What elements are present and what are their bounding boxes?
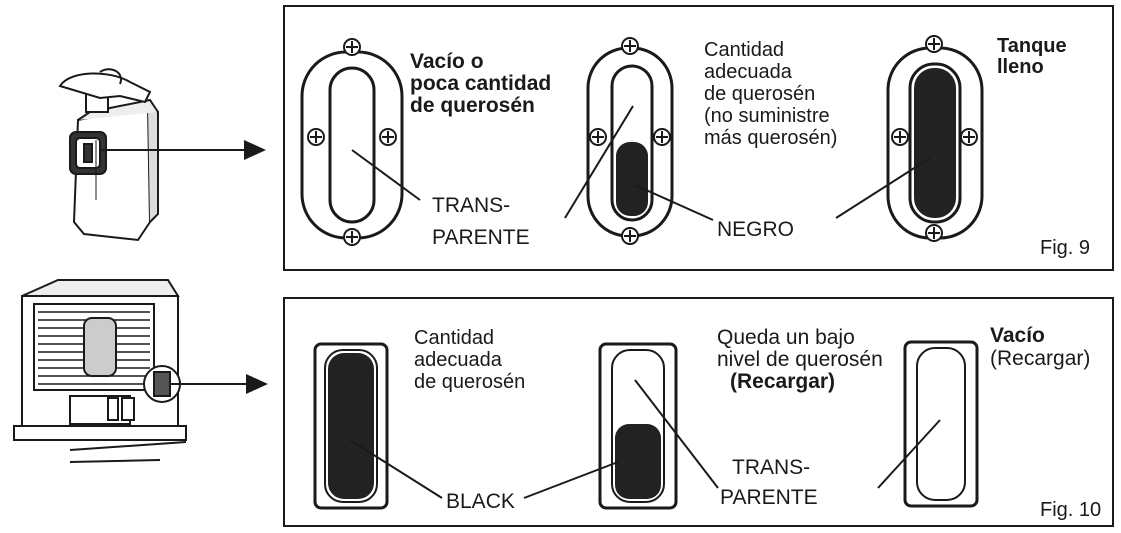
screw-icon [343,228,361,246]
fig10-black-callout: BLACK [446,490,515,513]
screw-icon [621,37,639,55]
fig9-gauge-adequate [586,37,674,245]
fig10-low-recharge: (Recargar) [730,370,835,393]
kerosene-level-fill [616,142,648,216]
screw-icon [621,227,639,245]
fig10-gauge-adequate [313,342,389,510]
screw-icon [379,128,397,146]
fig10-gauge-empty [903,340,979,508]
kerosene-level-fill [615,424,661,499]
fig9-panel: Vacío o poca cantidad de querosén Cantid… [283,5,1114,271]
fig10-low-label: Queda un bajo nivel de querosén [717,326,883,371]
fig10-empty-title: Vacío [990,324,1045,347]
fig10-empty-recharge: (Recargar) [990,347,1090,370]
fig10-leader-lines [349,379,941,499]
fig10-caption: Fig. 10 [1040,499,1101,521]
kerosene-level-fill [914,68,956,218]
screw-icon [925,35,943,53]
fig10-transparent-callout: TRANS- PARENTE [720,456,818,509]
screw-icon [960,128,978,146]
fig9-adequate-label: Cantidad adecuada de querosén (no sumini… [704,39,837,149]
fig9-gauge-full [886,35,984,242]
screw-icon [307,128,325,146]
fig9-empty-label: Vacío o poca cantidad de querosén [410,50,557,117]
fig10-gauge-low [598,342,678,510]
screw-icon [925,224,943,242]
fig9-gauge-empty [300,38,404,246]
heater-illustration [13,279,187,463]
fig9-caption: Fig. 9 [1040,237,1090,259]
kerosene-can-illustration [58,68,159,242]
fig9-full-label: Tanque lleno [997,35,1072,78]
screw-icon [653,128,671,146]
arrow-fig10 [246,374,268,394]
kerosene-level-fill [328,353,374,499]
screw-icon [891,128,909,146]
fig9-leader-lines [351,105,931,221]
fig9-black-callout: NEGRO [717,218,794,241]
screw-icon [343,38,361,56]
fig10-adequate-label: Cantidad adecuada de querosén [414,327,525,393]
fig9-transparent-callout: TRANS- PARENTE [432,194,530,249]
screw-icon [589,128,607,146]
arrow-fig9 [244,140,266,160]
fig10-panel: Cantidad adecuada de querosén Queda un b… [283,297,1114,527]
